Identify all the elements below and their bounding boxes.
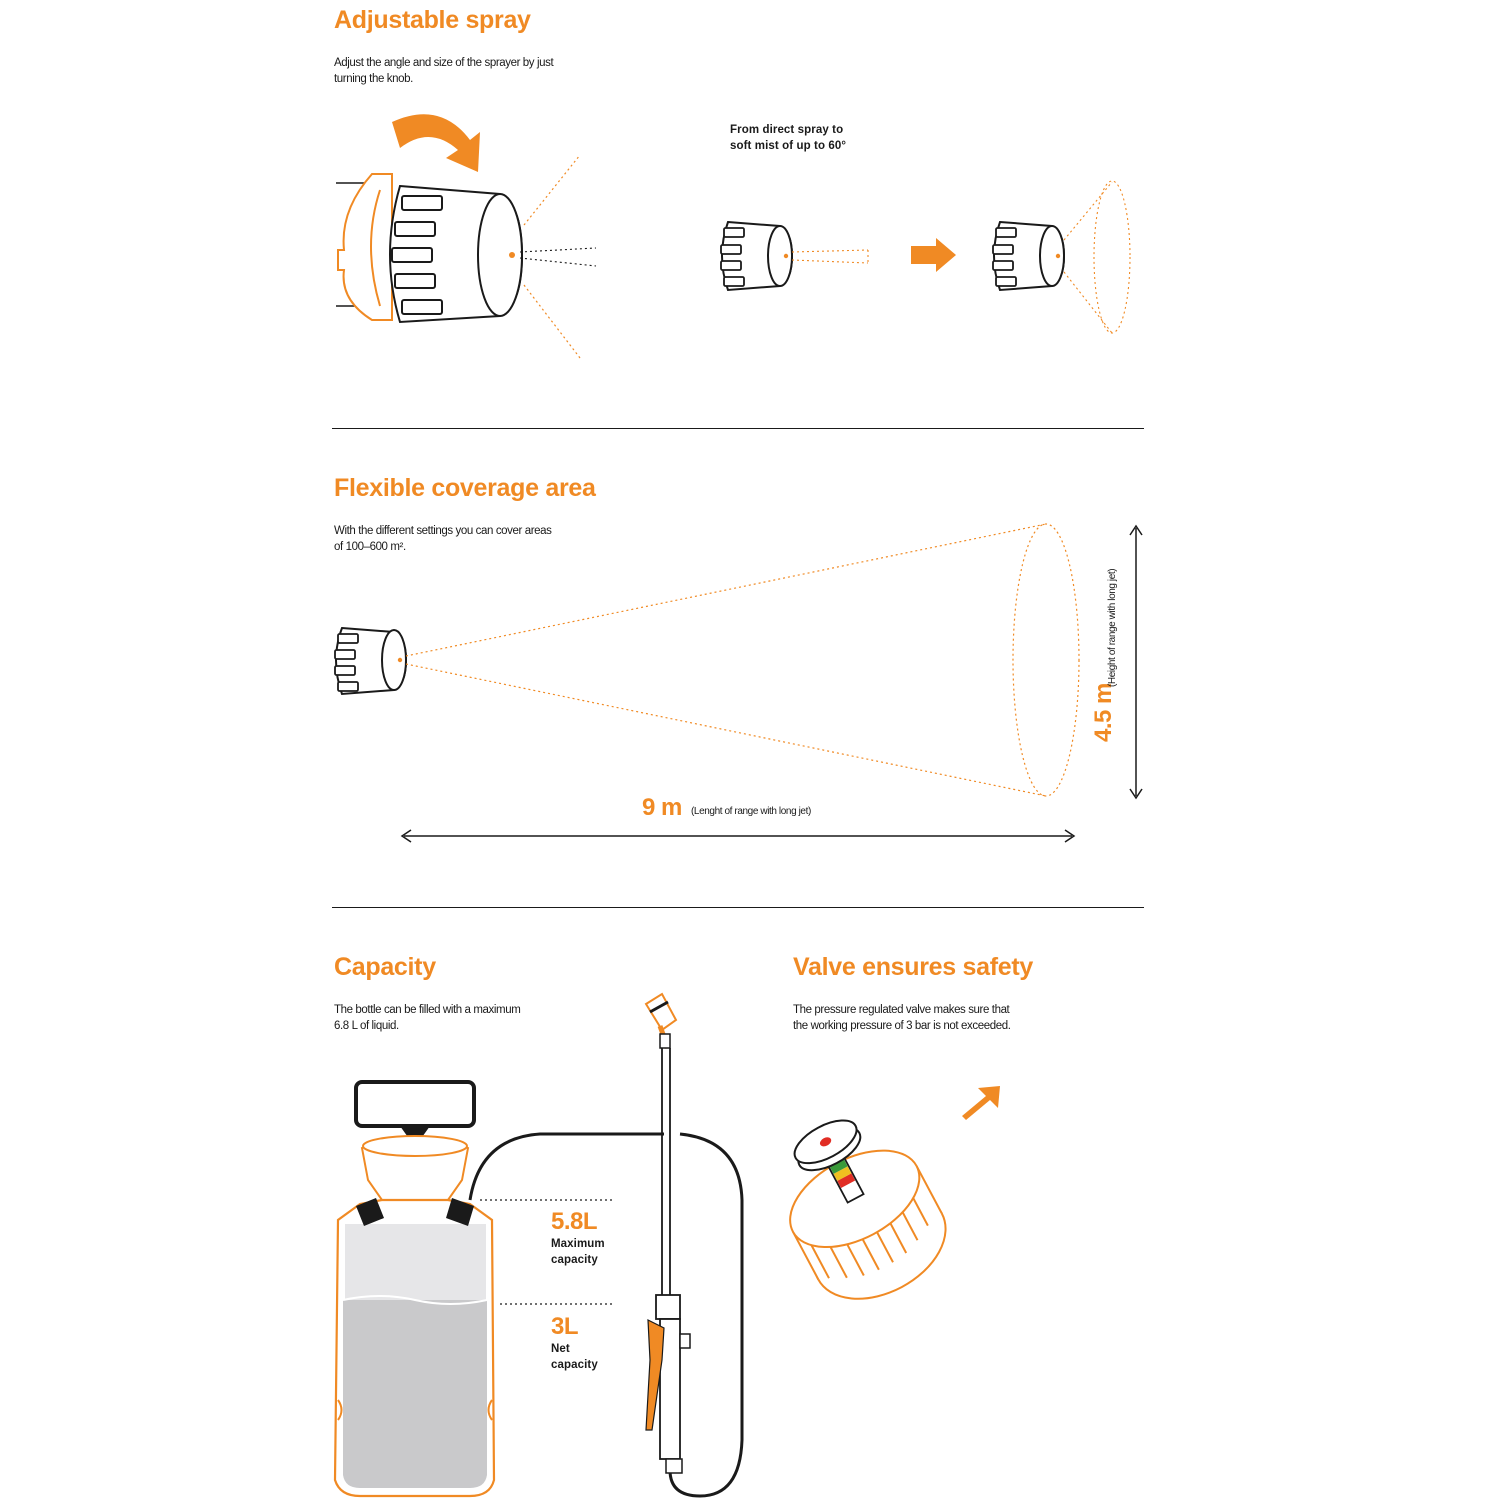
description-line: Adjust the angle and size of the sprayer…: [334, 57, 554, 69]
section-divider: [332, 907, 1144, 908]
description-line: the working pressure of 3 bar is not exc…: [793, 1020, 1011, 1032]
valve-description: The pressure regulated valve makes sure …: [793, 1002, 1011, 1034]
note-line: soft mist of up to 60°: [730, 140, 847, 152]
capacity-description: The bottle can be filled with a maximum …: [334, 1002, 521, 1034]
label-line: capacity: [551, 1254, 598, 1266]
height-note: (Height of range with long jet): [1107, 568, 1118, 687]
length-value: 9 m: [642, 794, 682, 821]
adjustable-spray-title: Adjustable spray: [334, 6, 531, 34]
section-divider: [332, 428, 1144, 429]
label-line: Net: [551, 1343, 570, 1355]
height-value: 4.5 m: [1090, 683, 1117, 742]
note-line: From direct spray to: [730, 124, 844, 136]
small-nozzle-mist-illustration: [992, 180, 1131, 334]
length-dimension-arrow: [400, 829, 1076, 843]
description-line: With the different settings you can cove…: [334, 525, 552, 537]
net-capacity-label: Net capacity: [551, 1341, 598, 1373]
coverage-description: With the different settings you can cove…: [334, 523, 552, 555]
description-line: turning the knob.: [334, 73, 413, 85]
label-line: Maximum: [551, 1238, 605, 1250]
valve-title: Valve ensures safety: [793, 953, 1033, 981]
height-dimension-arrow: [1129, 524, 1143, 800]
description-line: 6.8 L of liquid.: [334, 1020, 399, 1032]
capacity-title: Capacity: [334, 953, 436, 981]
max-capacity-value: 5.8L: [551, 1208, 598, 1235]
large-nozzle-illustration: [336, 114, 597, 359]
valve-illustration: [789, 1119, 947, 1300]
coverage-cone: [405, 523, 1080, 797]
max-capacity-label: Maximum capacity: [551, 1236, 605, 1268]
net-capacity-value: 3L: [551, 1313, 579, 1340]
tank-illustration: [333, 1080, 496, 1498]
description-line: of 100–600 m².: [334, 541, 406, 553]
spray-wand-illustration: [644, 992, 691, 1474]
label-line: capacity: [551, 1359, 598, 1371]
coverage-nozzle-illustration: [334, 626, 408, 696]
adjustable-spray-description: Adjust the angle and size of the sprayer…: [334, 55, 554, 87]
description-line: The bottle can be filled with a maximum: [334, 1004, 521, 1016]
pressure-release-arrow-icon: [962, 1086, 1000, 1120]
spray-range-note: From direct spray to soft mist of up to …: [730, 122, 846, 154]
description-line: The pressure regulated valve makes sure …: [793, 1004, 1010, 1016]
small-nozzle-direct-illustration: [720, 220, 869, 292]
hose-illustration: [468, 1132, 744, 1498]
coverage-title: Flexible coverage area: [334, 474, 596, 502]
transition-arrow-icon: [911, 238, 956, 272]
length-note: (Lenght of range with long jet): [691, 806, 811, 817]
